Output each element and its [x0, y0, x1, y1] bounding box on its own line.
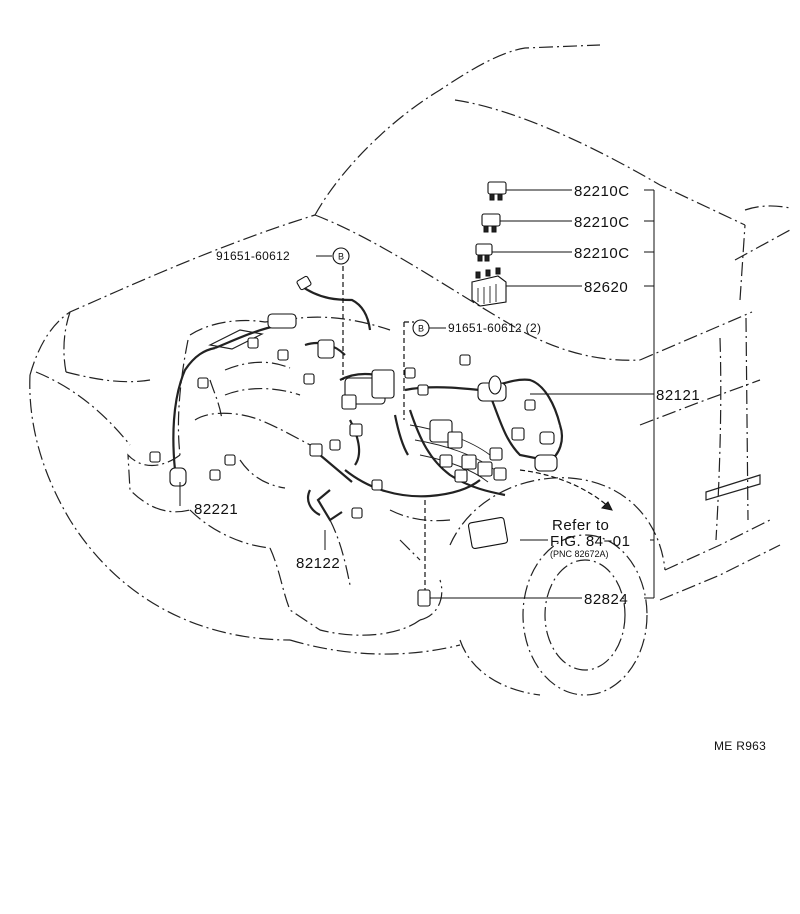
bolt-left-marker-letter: B	[338, 252, 344, 262]
callout-bolt-left: 91651-60612	[216, 249, 290, 263]
bolt-right-marker-icon	[412, 319, 430, 337]
callout-relay-1: 82210C	[574, 183, 630, 200]
relay-3-icon	[475, 243, 493, 262]
relay-icons	[471, 181, 507, 307]
bolt-right-marker-letter: B	[418, 324, 424, 334]
connectors	[149, 275, 558, 607]
reference-line-1: Refer to	[552, 517, 609, 534]
reference-line-3: (PNC 82672A)	[550, 549, 609, 559]
callout-harness-center: 82122	[296, 555, 340, 572]
relay-2-icon	[481, 213, 501, 233]
callout-junction-block: 82620	[584, 279, 628, 296]
leader-lines	[179, 189, 655, 599]
callout-relay-2: 82210C	[574, 214, 630, 231]
callout-bracket: 82824	[584, 591, 628, 608]
callout-bolt-right: 91651-60612 (2)	[448, 321, 541, 335]
junction-block-icon	[471, 267, 507, 307]
bolt-left-marker-icon	[332, 247, 350, 265]
relay-1-icon	[487, 181, 507, 201]
engine-block	[127, 316, 451, 636]
callout-harness-left: 82221	[194, 501, 238, 518]
car-body-outline	[29, 44, 791, 696]
callout-harness-right: 82121	[656, 387, 700, 404]
reference-line-2: FIG. 84−01	[550, 533, 630, 550]
figure-code: ME R963	[714, 739, 766, 753]
callout-relay-3: 82210C	[574, 245, 630, 262]
